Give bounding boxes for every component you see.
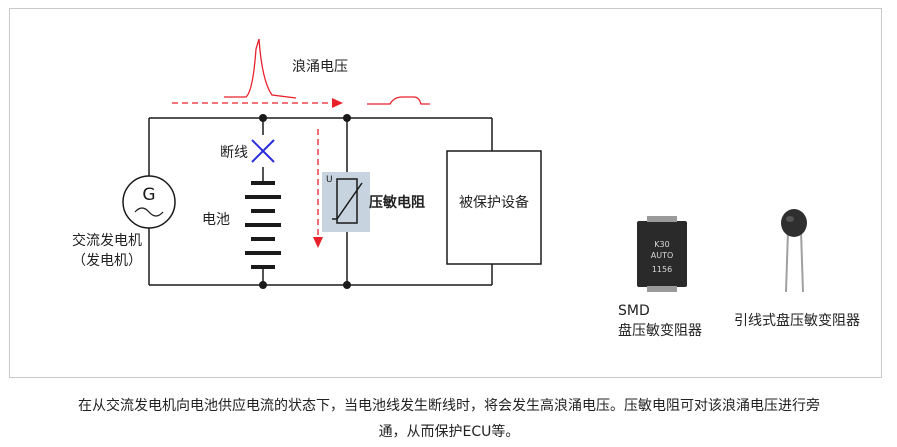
- circuit-wires: [148, 117, 493, 286]
- protected-device-label: 被保护设备: [459, 194, 529, 211]
- varistor-u-letter: U: [326, 175, 333, 185]
- varistor-slash: [332, 182, 363, 220]
- break-x-icon: [251, 139, 275, 163]
- junction-dot: [259, 114, 267, 122]
- generator-symbol: [122, 175, 176, 229]
- junction-dot: [343, 281, 351, 289]
- generator-g-letter: G: [142, 185, 155, 205]
- battery-symbol: [245, 181, 281, 269]
- smd-label-name: 盘压敏变阻器: [618, 322, 702, 339]
- figure-frame: 浪涌电压 G 交流发电机 （发电机） 断线: [9, 8, 882, 378]
- caption-line-2: 通，从而保护ECU等。: [378, 424, 520, 440]
- surge-path-vertical-arrowhead: [313, 237, 323, 248]
- surge-pulse-input: [224, 38, 297, 99]
- generator-label-paren: （发电机）: [72, 253, 142, 269]
- surge-path-horizontal-arrowhead: [332, 98, 343, 108]
- generator-label: 交流发电机: [72, 232, 142, 249]
- protected-device-box: [446, 150, 542, 265]
- leaded-varistor-image: [781, 209, 807, 293]
- leaded-label: 引线式盘压敏变阻器: [734, 312, 860, 329]
- junction-dot: [259, 281, 267, 289]
- battery-label: 电池: [202, 212, 230, 228]
- junction-dot: [343, 114, 351, 122]
- varistor-label: 压敏电阻: [369, 194, 425, 211]
- figure-caption: 在从交流发电机向电池供应电流的状态下，当电池线发生断线时，将会发生高浪涌电压。压…: [6, 393, 892, 445]
- break-label: 断线: [220, 145, 248, 161]
- caption-line-1: 在从交流发电机向电池供应电流的状态下，当电池线发生断线时，将会发生高浪涌电压。压…: [78, 398, 820, 414]
- svg-text:1156: 1156: [652, 265, 672, 274]
- circuit-diagram: 浪涌电压 G 交流发电机 （发电机） 断线: [72, 38, 860, 339]
- varistor-symbol: [336, 178, 358, 224]
- smd-label: SMD: [618, 303, 650, 319]
- smd-varistor-image: K30 AUTO 1156: [637, 216, 687, 292]
- varistor-highlight: [322, 172, 370, 232]
- surge-voltage-label: 浪涌电压: [292, 59, 348, 75]
- svg-text:AUTO: AUTO: [651, 251, 674, 260]
- generator-sine-icon: [134, 207, 164, 217]
- surge-pulse-clamped: [367, 96, 430, 105]
- svg-text:K30: K30: [654, 240, 669, 249]
